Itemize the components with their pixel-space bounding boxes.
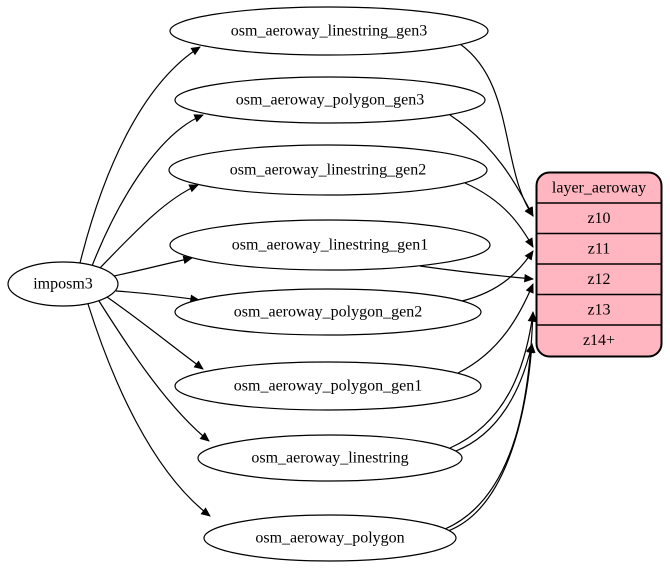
table-label: osm_aeroway_linestring [251, 450, 408, 467]
edges-to-layer [419, 43, 537, 532]
node-osm-aeroway-polygon: osm_aeroway_polygon [203, 514, 457, 562]
table-ellipse [169, 219, 491, 271]
edge-imposm3-linestring-gen3 [79, 46, 201, 264]
table-ellipse [174, 76, 486, 124]
edges-from-source [79, 46, 211, 517]
table-ellipse [174, 361, 482, 411]
imposm3-ellipse [7, 261, 119, 307]
node-osm-aeroway-linestring-gen3: osm_aeroway_linestring_gen3 [169, 6, 489, 56]
layer-row-z13: z13 [587, 302, 610, 319]
table-ellipse [197, 434, 463, 482]
table-label: osm_aeroway_linestring_gen2 [230, 162, 426, 179]
edge-linestring-gen2-z11 [464, 182, 534, 248]
edge-polygon-gen1-z12 [457, 283, 534, 374]
node-osm-aeroway-polygon-gen3: osm_aeroway_polygon_gen3 [174, 76, 486, 124]
layer-row-z12: z12 [587, 271, 610, 288]
table-label: osm_aeroway_polygon_gen2 [234, 304, 422, 321]
layer-aeroway-title: layer_aeroway [552, 180, 646, 197]
table-ellipse [168, 144, 488, 196]
table-ellipse [174, 288, 482, 336]
edge-polygon-z14 [447, 343, 536, 532]
table-label: osm_aeroway_linestring_gen3 [231, 23, 427, 40]
edge-linestring-z14 [455, 343, 535, 452]
edge-imposm3-polygon-gen1 [106, 296, 204, 370]
node-osm-aeroway-linestring: osm_aeroway_linestring [197, 434, 463, 482]
node-osm-aeroway-linestring-gen1: osm_aeroway_linestring_gen1 [169, 219, 491, 271]
node-layer-aeroway: layer_aeroway z10 z11 z12 z13 z14+ [535, 171, 663, 358]
table-ellipse [203, 514, 457, 562]
node-osm-aeroway-polygon-gen1: osm_aeroway_polygon_gen1 [174, 361, 482, 411]
edge-imposm3-polygon-gen2 [115, 290, 200, 304]
node-imposm3: imposm3 [7, 261, 119, 307]
edge-imposm3-linestring-gen1 [113, 255, 193, 277]
table-label: osm_aeroway_polygon_gen3 [236, 92, 424, 109]
table-label: osm_aeroway_linestring_gen1 [232, 237, 428, 254]
edge-imposm3-linestring-gen2 [99, 184, 199, 269]
table-label: osm_aeroway_polygon_gen1 [234, 378, 422, 395]
table-ellipse [169, 6, 489, 56]
edge-polygon-gen2-z11 [461, 250, 534, 302]
table-label: osm_aeroway_polygon [255, 530, 404, 547]
imposm3-label: imposm3 [33, 276, 93, 293]
edge-linestring-gen3-z10 [459, 43, 534, 217]
layer-row-z10: z10 [587, 210, 610, 227]
node-osm-aeroway-polygon-gen2: osm_aeroway_polygon_gen2 [174, 288, 482, 336]
layer-row-z11: z11 [588, 241, 611, 258]
edge-linestring-gen1-z12 [419, 265, 534, 283]
edge-imposm3-polygon [87, 303, 211, 517]
edge-imposm3-polygon-gen3 [91, 114, 204, 267]
edge-polygon-gen3-z10 [449, 114, 534, 217]
node-osm-aeroway-linestring-gen2: osm_aeroway_linestring_gen2 [168, 144, 488, 196]
edge-polygon-z13 [444, 311, 537, 530]
edge-linestring-z13 [449, 312, 537, 449]
layer-row-z14: z14+ [583, 332, 615, 349]
edge-imposm3-linestring [98, 300, 210, 442]
